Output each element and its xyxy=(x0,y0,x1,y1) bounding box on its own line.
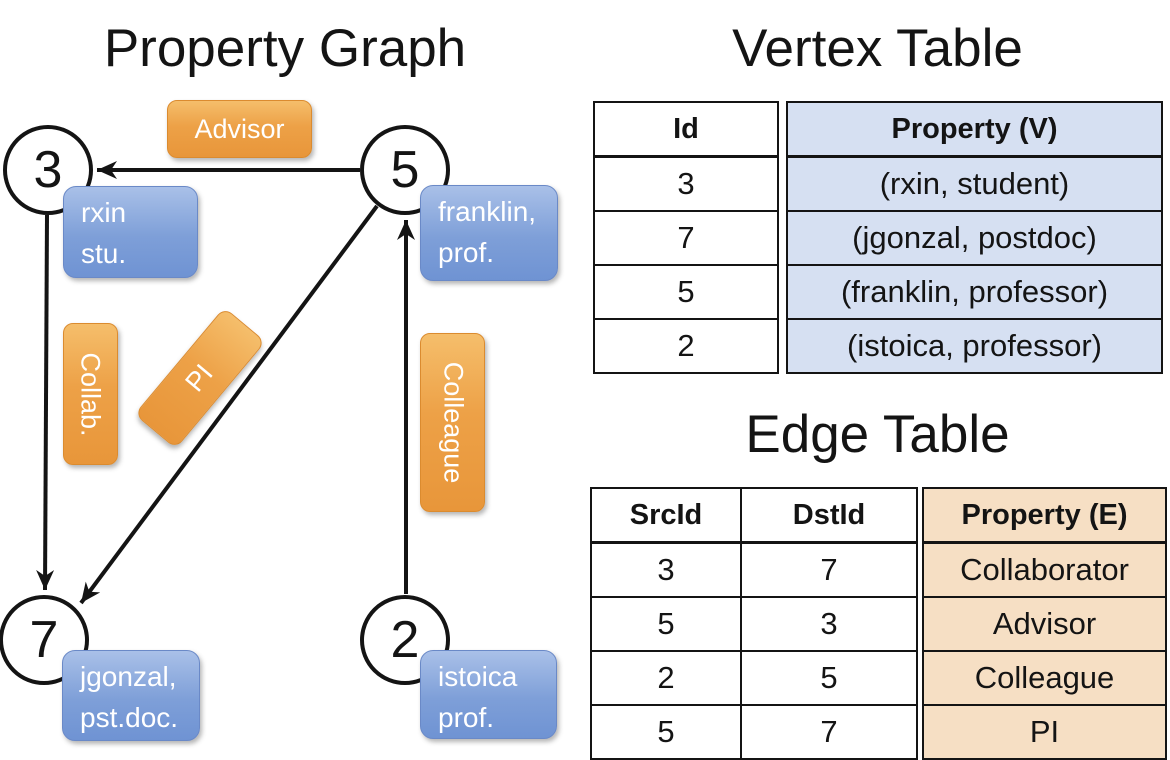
table-header-row: Property (E) xyxy=(922,487,1167,544)
table-row: (franklin, professor) xyxy=(786,264,1163,320)
edge-label-colleague: Colleague xyxy=(420,333,485,512)
graph-node-5: 5 xyxy=(360,125,450,215)
edge-label-text: Colleague xyxy=(438,361,468,484)
node-id-label: 7 xyxy=(29,611,59,669)
table-row: (jgonzal, postdoc) xyxy=(786,210,1163,266)
vertex-property-cell: (istoica, professor) xyxy=(786,318,1163,374)
vertex-id-cell: 2 xyxy=(593,318,779,374)
table-row: 5 3 xyxy=(590,596,918,652)
property-graph-title: Property Graph xyxy=(103,19,467,78)
table-row: PI xyxy=(922,704,1167,760)
table-row: 7 xyxy=(593,210,779,266)
table-row: Advisor xyxy=(922,596,1167,652)
edge-src-cell: 2 xyxy=(590,650,742,706)
edge-src-cell: 3 xyxy=(590,541,742,598)
edge-label-text: Collab. xyxy=(76,351,107,437)
edge-label-text: Advisor xyxy=(194,113,285,144)
vertex-property-line: stu. xyxy=(81,238,127,269)
vertex-id-cell: 7 xyxy=(593,210,779,266)
column-header-dstid: DstId xyxy=(740,487,918,544)
table-row: Colleague xyxy=(922,650,1167,706)
edge-src-cell: 5 xyxy=(590,704,742,760)
edge-label-text: PI xyxy=(179,358,220,398)
vertex-property-line: prof. xyxy=(438,702,495,733)
vertex-property-box-3: rxin stu. xyxy=(63,186,198,278)
table-header-row: Property (V) xyxy=(786,101,1163,158)
vertex-id-cell: 3 xyxy=(593,155,779,212)
column-header-property-e: Property (E) xyxy=(922,487,1167,544)
table-row: 2 xyxy=(593,318,779,374)
vertex-table-title: Vertex Table xyxy=(732,19,1023,78)
vertex-property-line: prof. xyxy=(438,237,495,268)
vertex-property-line: jgonzal, xyxy=(80,661,177,692)
vertex-property-cell: (rxin, student) xyxy=(786,155,1163,212)
vertex-property-line: rxin xyxy=(81,197,127,228)
edge-label-collab: Collab. xyxy=(63,323,118,465)
vertex-property-box-2: istoica prof. xyxy=(420,650,557,739)
table-row: 3 7 xyxy=(590,541,918,598)
column-header-id: Id xyxy=(593,101,779,158)
vertex-table-id-column: Id 3 7 5 2 xyxy=(593,101,779,374)
edge-property-cell: Colleague xyxy=(922,650,1167,706)
vertex-table-property-column: Property (V) (rxin, student) (jgonzal, p… xyxy=(786,101,1163,374)
column-header-property-v: Property (V) xyxy=(786,101,1163,158)
vertex-property-box-5: franklin, prof. xyxy=(420,185,558,281)
vertex-property-line: istoica xyxy=(438,661,518,692)
edge-dst-cell: 7 xyxy=(740,541,918,598)
vertex-property-cell: (franklin, professor) xyxy=(786,264,1163,320)
table-header-row: SrcId DstId xyxy=(590,487,918,544)
vertex-property-line: pst.doc. xyxy=(80,702,179,733)
edge-property-cell: PI xyxy=(922,704,1167,760)
vertex-property-box-7: jgonzal, pst.doc. xyxy=(62,650,200,741)
graph-node-2: 2 xyxy=(360,595,450,685)
vertex-property-line: franklin, xyxy=(438,196,537,227)
edge-3-to-7 xyxy=(36,214,55,591)
vertex-id-cell: 5 xyxy=(593,264,779,320)
edge-dst-cell: 7 xyxy=(740,704,918,760)
column-header-srcid: SrcId xyxy=(590,487,742,544)
edge-property-cell: Advisor xyxy=(922,596,1167,652)
edge-property-cell: Collaborator xyxy=(922,541,1167,598)
table-row: (istoica, professor) xyxy=(786,318,1163,374)
table-row: (rxin, student) xyxy=(786,155,1163,212)
node-id-label: 3 xyxy=(33,141,63,199)
edge-table-property-column: Property (E) Collaborator Advisor Collea… xyxy=(922,487,1167,760)
graph-edges xyxy=(36,161,415,605)
node-id-label: 5 xyxy=(390,141,420,199)
vertex-property-cell: (jgonzal, postdoc) xyxy=(786,210,1163,266)
node-id-label: 2 xyxy=(390,611,420,669)
edge-label-advisor: Advisor xyxy=(167,100,312,158)
edge-dst-cell: 5 xyxy=(740,650,918,706)
edge-dst-cell: 3 xyxy=(740,596,918,652)
table-row: 5 xyxy=(593,264,779,320)
edge-table-id-columns: SrcId DstId 3 7 5 3 2 5 5 7 xyxy=(590,487,918,760)
edge-src-cell: 5 xyxy=(590,596,742,652)
table-header-row: Id xyxy=(593,101,779,158)
table-row: 3 xyxy=(593,155,779,212)
edge-5-to-7 xyxy=(79,204,379,605)
table-row: 2 5 xyxy=(590,650,918,706)
edge-table-title: Edge Table xyxy=(745,405,1010,464)
table-row: Collaborator xyxy=(922,541,1167,598)
table-row: 5 7 xyxy=(590,704,918,760)
